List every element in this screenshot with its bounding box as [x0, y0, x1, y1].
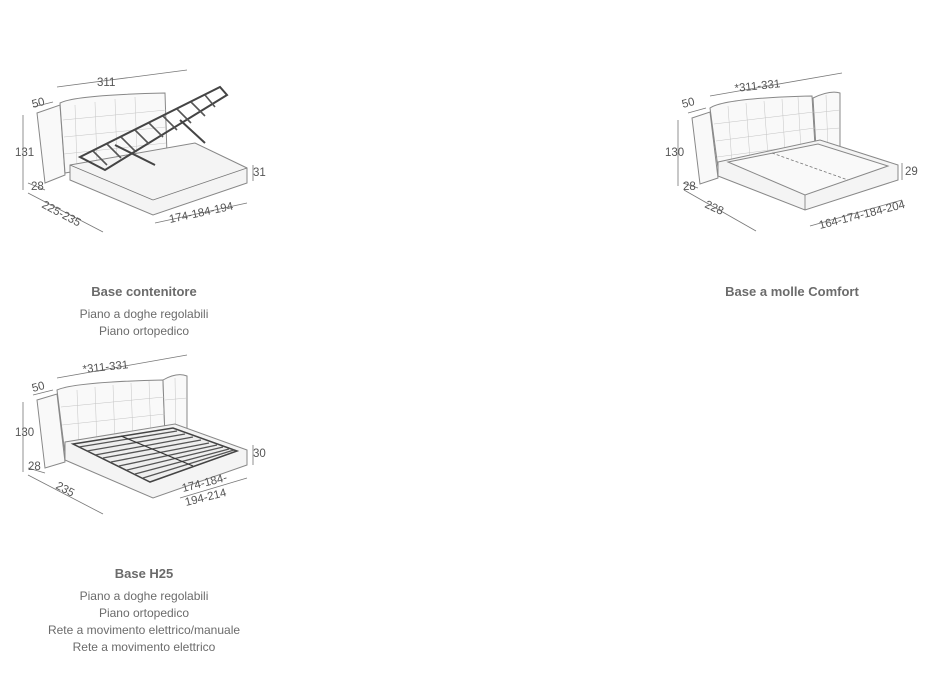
product-title: Base a molle Comfort — [725, 284, 859, 299]
dim-hb-depth: 50 — [681, 96, 696, 111]
dim-base: 28 — [28, 461, 41, 473]
product-base-molle-comfort: *311-331 50 130 28 228 29 164-174-184-20… — [660, 0, 930, 310]
product-title: Base contenitore — [91, 284, 197, 299]
dim-height: 131 — [15, 147, 34, 159]
option-item: Piano a doghe regolabili — [79, 589, 209, 603]
dim-base: 28 — [31, 181, 44, 193]
bed-drawing-comfort — [670, 68, 920, 238]
dim-mattress: 164-174-184-204 — [818, 199, 907, 232]
option-item: Piano ortopedico — [98, 324, 190, 338]
dim-width: 311 — [97, 77, 115, 89]
dimension-labels-contenitore: 311 50 131 28 225-235 31 174-184-194 — [15, 77, 266, 229]
option-item: Rete a movimento elettrico — [72, 640, 216, 654]
product-base-contenitore: 311 50 131 28 225-235 31 174-184-194 Bas… — [0, 0, 320, 345]
option-item: Piano ortopedico — [98, 606, 190, 620]
dim-base-h: 31 — [253, 167, 266, 179]
dim-base-h: 29 — [905, 166, 918, 178]
dim-mattress: 174-184-194 — [168, 201, 235, 226]
caption-comfort: Base a molle Comfort — [682, 284, 902, 306]
dim-length: 235 — [54, 480, 77, 500]
product-title: Base H25 — [114, 566, 174, 581]
dim-base: 28 — [683, 181, 696, 193]
dim-hb-depth: 50 — [31, 380, 46, 395]
bed-drawing-contenitore — [15, 65, 275, 240]
caption-contenitore: Base contenitore Piano a doghe regolabil… — [44, 284, 244, 340]
dimension-labels-comfort: *311-331 50 130 28 228 29 164-174-184-20… — [665, 78, 918, 232]
dim-width: *311-331 — [734, 78, 781, 95]
dimension-labels-h25: *311-331 50 130 28 235 30 174-184- 194-2… — [15, 359, 266, 509]
product-base-h25: *311-331 50 130 28 235 30 174-184- 194-2… — [0, 340, 320, 680]
dim-length: 228 — [703, 199, 725, 218]
dim-height: 130 — [665, 147, 684, 159]
dim-width: *311-331 — [82, 359, 129, 376]
dim-height: 130 — [15, 427, 34, 439]
option-item: Piano a doghe regolabili — [79, 307, 209, 321]
caption-h25: Base H25 Piano a doghe regolabili Piano … — [24, 566, 264, 656]
option-item: Rete a movimento elettrico/manuale — [47, 623, 241, 637]
dim-length: 225-235 — [40, 199, 83, 229]
dim-base-h: 30 — [253, 448, 266, 460]
bed-drawing-h25 — [15, 350, 275, 520]
dim-hb-depth: 50 — [31, 96, 46, 111]
